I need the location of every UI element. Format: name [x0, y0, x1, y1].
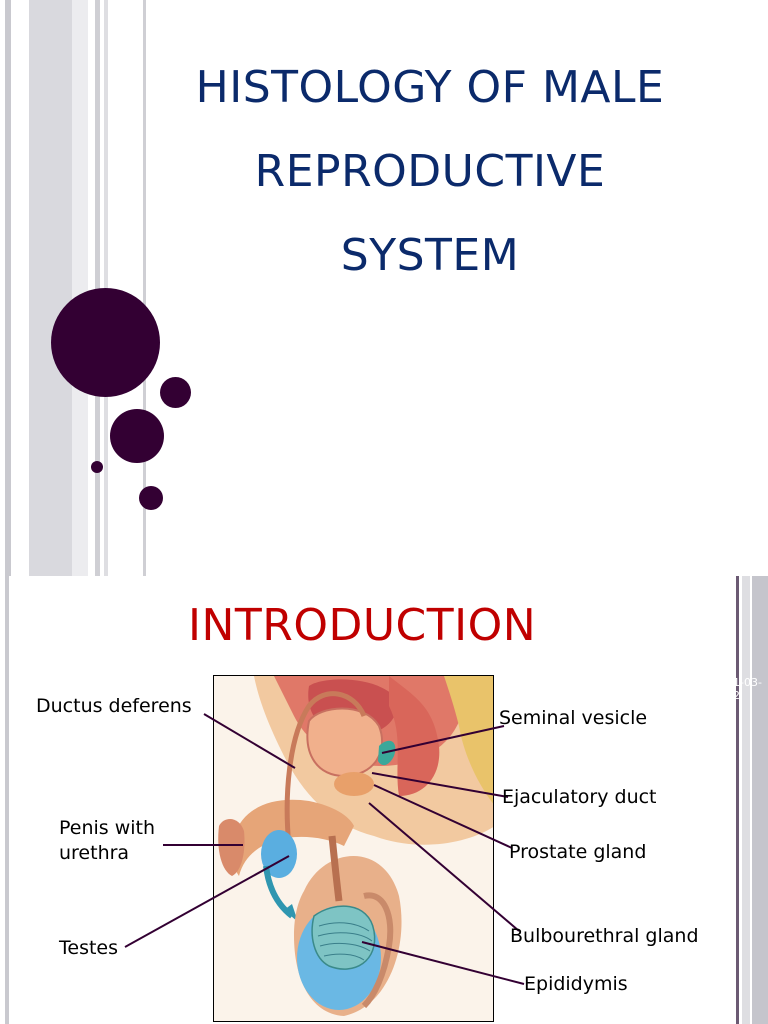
leader-ejaculatory-duct: [371, 772, 509, 798]
label-ejaculatory-duct: Ejaculatory duct: [502, 786, 657, 808]
leader-seminal-vesicle: [381, 725, 505, 754]
section-title: INTRODUCTION: [188, 600, 537, 651]
decorative-circle-small-bottom: [139, 486, 163, 510]
label-prostate-gland: Prostate gland: [509, 841, 647, 863]
leader-bulbourethral-gland: [368, 802, 520, 932]
stripe-outer-gray: [5, 0, 11, 576]
right-stripe-light: [742, 576, 750, 1024]
stripe-edge-line: [143, 0, 146, 576]
anatomy-illustration: [213, 675, 494, 1022]
left-edge-line: [5, 576, 9, 1024]
right-stripe-dark: [736, 576, 739, 1024]
decorative-circle-medium: [110, 409, 164, 463]
label-seminal-vesicle: Seminal vesicle: [499, 707, 648, 729]
right-stripe-gray: [752, 576, 768, 1024]
label-penis-line-1: Penis with: [59, 817, 156, 839]
label-penis-line-2: urethra: [59, 842, 130, 864]
leader-prostate-gland: [373, 784, 513, 849]
stripe-band-gray: [29, 0, 72, 576]
anatomy-drawing: [214, 676, 493, 1021]
leader-testes: [124, 855, 290, 948]
slide-title-line-2: REPRODUCTIVE: [254, 146, 606, 197]
title-slide: HISTOLOGY OF MALE REPRODUCTIVE SYSTEM: [5, 0, 690, 576]
label-leader-lines: [124, 713, 525, 985]
slide-title-line-3: SYSTEM: [340, 230, 520, 281]
decorative-circle-large: [51, 288, 160, 397]
label-testes: Testes: [59, 937, 119, 959]
decorative-circle-tiny: [91, 461, 103, 473]
stripe-mid-light: [72, 0, 88, 576]
label-bulbourethral-gland: Bulbourethral gland: [510, 925, 699, 947]
label-epididymis: Epididymis: [524, 973, 628, 995]
leader-epididymis: [361, 941, 525, 985]
introduction-slide: 1-03-2 INTRODUCTION: [0, 576, 768, 1024]
footer-date-fragment: 1-03-2: [733, 676, 762, 702]
leader-ductus-deferens: [203, 713, 296, 769]
slide-title-line-1: HISTOLOGY OF MALE: [195, 62, 665, 113]
slide-title: HISTOLOGY OF MALE REPRODUCTIVE SYSTEM: [170, 46, 690, 298]
decorative-circle-small-right: [160, 377, 191, 408]
label-ductus-deferens: Ductus deferens: [36, 695, 192, 717]
